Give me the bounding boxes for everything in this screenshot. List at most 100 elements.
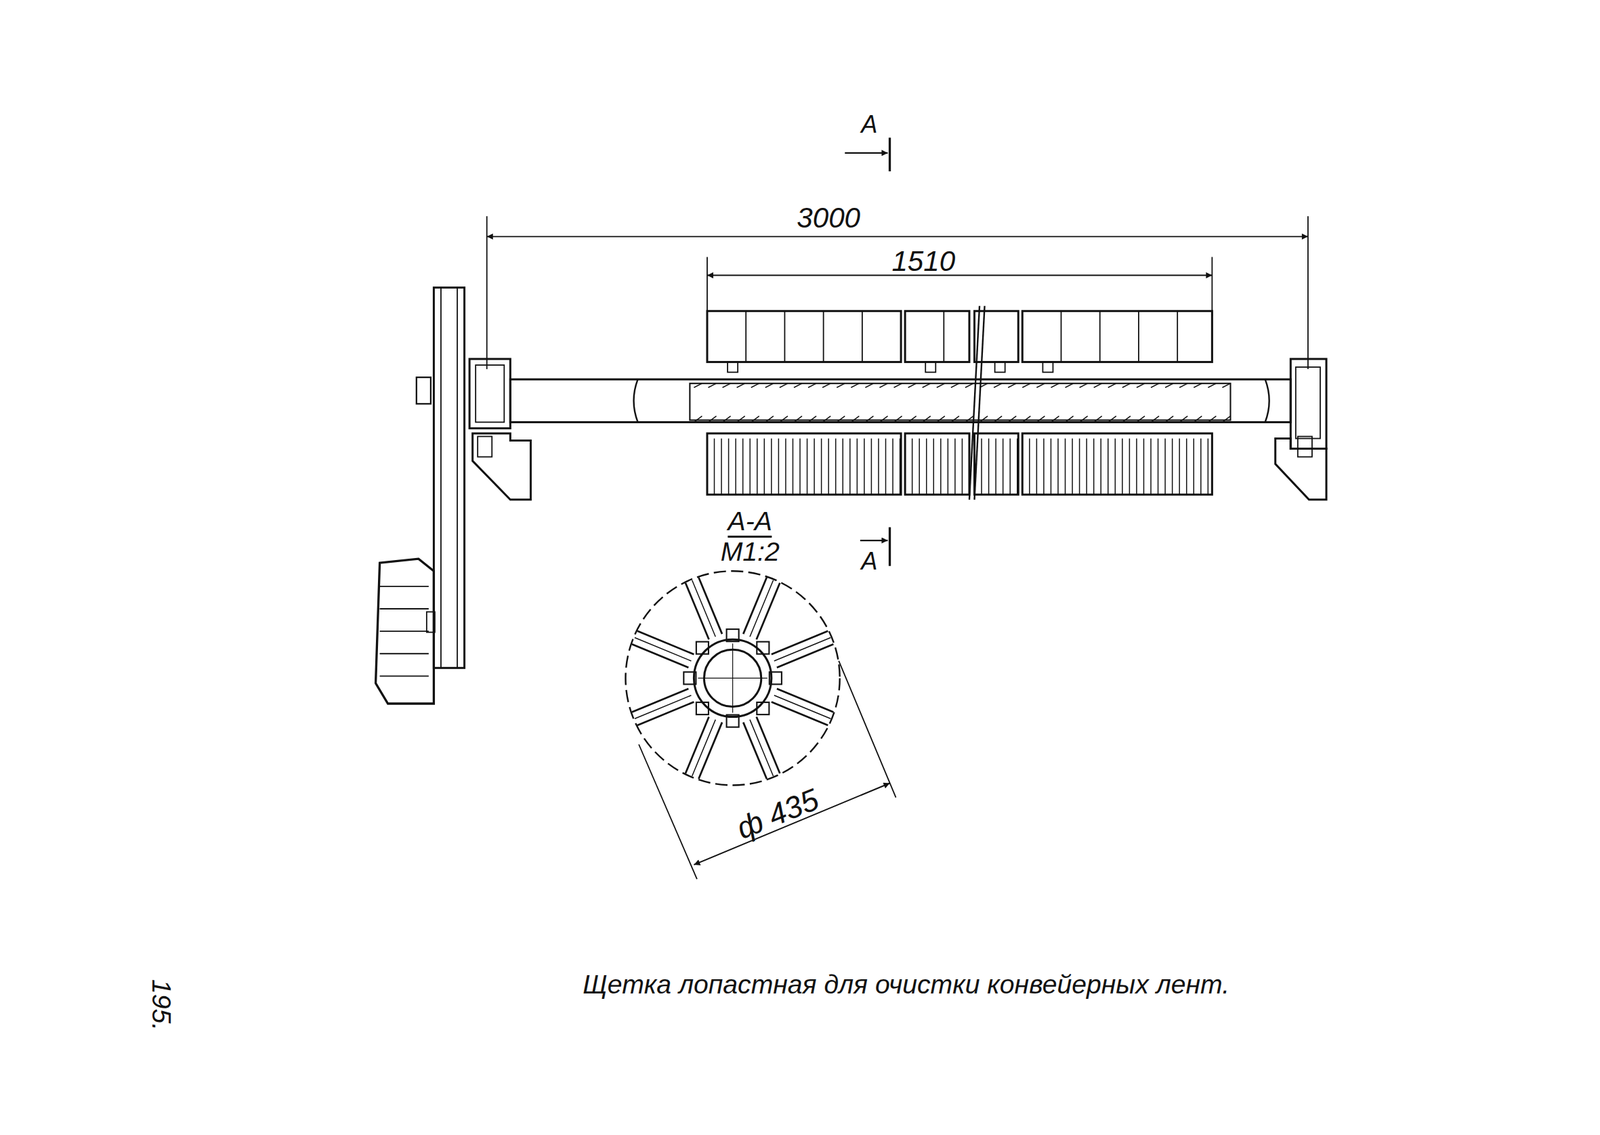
caption: Щетка лопастная для очистки конвейерных … <box>582 970 1230 1000</box>
line <box>947 438 950 496</box>
part-outline <box>426 612 435 633</box>
line <box>993 383 1002 388</box>
line <box>823 310 825 362</box>
line <box>456 287 458 669</box>
line <box>835 438 837 496</box>
part-outline <box>707 433 901 495</box>
line <box>737 415 746 423</box>
line <box>863 438 866 496</box>
line <box>380 653 429 655</box>
line <box>888 137 891 172</box>
line <box>942 310 945 362</box>
line <box>1129 438 1131 496</box>
line <box>954 438 956 496</box>
line <box>1002 438 1004 496</box>
line <box>1178 438 1181 496</box>
line <box>1200 438 1202 496</box>
line <box>980 438 983 496</box>
line <box>1100 438 1102 496</box>
line <box>728 438 730 496</box>
line <box>1135 438 1138 496</box>
part-outline <box>696 642 709 655</box>
line <box>1028 438 1031 496</box>
line <box>813 438 815 496</box>
line <box>969 306 980 500</box>
line <box>1009 438 1011 496</box>
line <box>1099 310 1101 362</box>
part-outline <box>1295 367 1321 439</box>
line <box>722 415 731 423</box>
part-outline <box>974 310 1019 362</box>
line <box>1211 256 1213 316</box>
line <box>1079 415 1088 423</box>
line <box>1176 310 1178 362</box>
part-outline <box>433 287 465 669</box>
line <box>836 415 845 423</box>
line <box>1050 415 1059 423</box>
section-title: А-А <box>728 506 773 538</box>
line <box>1207 438 1210 496</box>
section-mark: А <box>860 111 878 139</box>
line <box>1065 383 1074 388</box>
line <box>1207 415 1216 423</box>
break-line <box>634 379 1270 423</box>
line <box>779 415 788 423</box>
part-outline <box>475 365 504 423</box>
line <box>638 744 698 880</box>
line <box>1007 415 1017 423</box>
line <box>993 415 1002 423</box>
line <box>806 438 809 496</box>
line <box>1016 438 1019 496</box>
line <box>1138 310 1140 362</box>
line <box>918 438 920 496</box>
line <box>1122 415 1131 423</box>
line <box>749 438 751 496</box>
line <box>940 438 942 496</box>
line <box>1193 383 1202 388</box>
line <box>1093 415 1103 423</box>
section-mark: А <box>860 548 878 576</box>
line <box>765 383 774 388</box>
line <box>707 275 1212 277</box>
line <box>713 438 716 496</box>
line <box>799 438 801 496</box>
line <box>879 383 888 388</box>
line <box>1171 438 1174 496</box>
line <box>844 152 888 154</box>
line <box>1207 383 1216 388</box>
line <box>892 438 894 496</box>
part-outline <box>769 671 782 685</box>
line <box>1121 438 1124 496</box>
part-outline <box>469 359 511 429</box>
line <box>380 585 429 588</box>
part-outline <box>696 702 709 715</box>
line <box>1136 383 1145 388</box>
line <box>1193 415 1202 423</box>
line <box>1193 438 1195 496</box>
line <box>1085 438 1088 496</box>
page-number: 195. <box>146 979 176 1031</box>
line <box>693 783 890 865</box>
line <box>1036 438 1038 496</box>
line <box>1143 438 1145 496</box>
line <box>1114 438 1117 496</box>
line <box>737 383 746 388</box>
part-outline <box>726 629 740 642</box>
line <box>380 608 429 610</box>
line <box>1071 438 1073 496</box>
line <box>827 438 830 496</box>
line <box>979 415 988 423</box>
line <box>764 438 766 496</box>
scale-note: М1:2 <box>720 537 780 567</box>
line <box>933 438 935 496</box>
line <box>632 688 689 713</box>
part-outline <box>1297 436 1313 457</box>
line <box>722 383 731 388</box>
line <box>820 438 823 496</box>
line <box>1186 438 1188 496</box>
part-outline <box>683 671 696 685</box>
line <box>698 577 723 635</box>
line <box>888 527 891 567</box>
line <box>1150 415 1160 423</box>
